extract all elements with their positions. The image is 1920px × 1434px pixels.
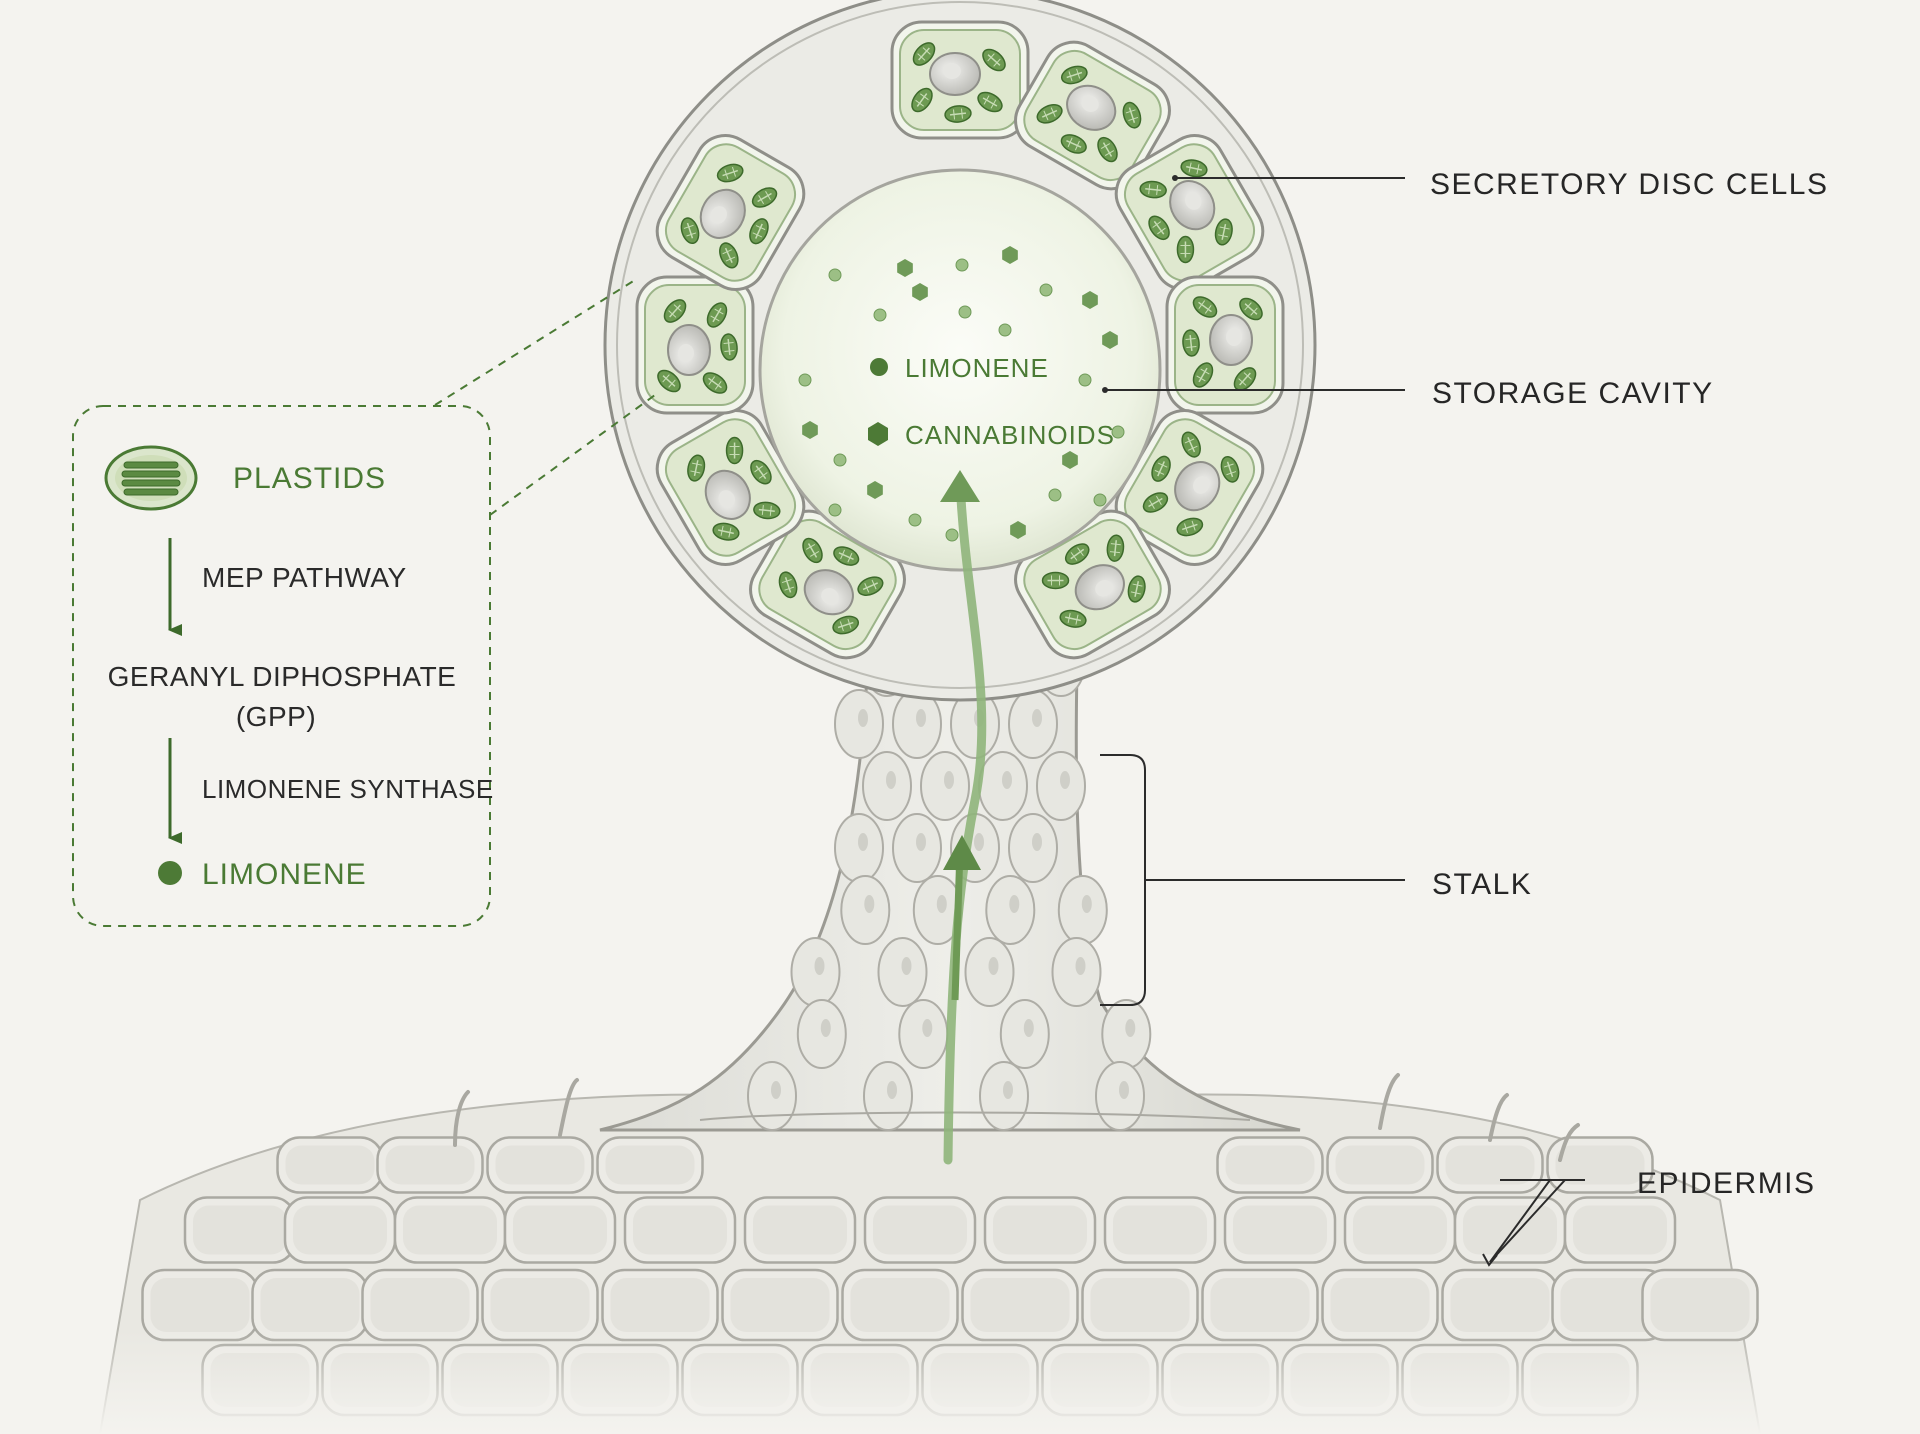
disc-cell — [890, 20, 1030, 140]
pathway-inset: PLASTIDS MEP PATHWAY GERANYL DIPHOSPHATE… — [72, 279, 656, 927]
stalk-cell — [985, 875, 1036, 945]
secretory-disc-cells — [635, 20, 1285, 660]
stalk-cell — [834, 689, 884, 759]
stalk-cell — [877, 937, 928, 1007]
disc-cell — [655, 134, 806, 291]
pathway-enzyme-label: LIMONENE SYNTHASE — [202, 774, 494, 804]
stalk-cell — [1008, 813, 1058, 883]
stalk-cell — [1101, 999, 1152, 1069]
cannabinoid-hexagon-icon — [868, 422, 888, 446]
label-epidermis: EPIDERMIS — [1637, 1167, 1816, 1200]
stalk-cell — [978, 751, 1028, 821]
disc-cell — [1114, 134, 1265, 291]
stalk-cell — [1095, 1061, 1145, 1131]
pathway-plastids-label: PLASTIDS — [233, 462, 386, 495]
pathway-product-label: LIMONENE — [202, 858, 367, 891]
disc-cell — [1014, 40, 1171, 191]
stalk-cell — [790, 937, 841, 1007]
stalk-cell — [920, 751, 970, 821]
stalk-cell — [1008, 689, 1058, 759]
label-stalk: STALK — [1432, 868, 1532, 901]
callouts — [1100, 177, 1585, 1263]
pathway-mep-label: MEP PATHWAY — [202, 562, 407, 593]
cavity-cannabinoids-label: CANNABINOIDS — [905, 420, 1115, 450]
stalk-cell — [898, 999, 949, 1069]
stalk-cell — [747, 1061, 797, 1131]
stalk-cell — [796, 999, 847, 1069]
stalk-cell — [999, 999, 1050, 1069]
storage-cavity — [758, 168, 1162, 572]
disc-cell — [635, 275, 755, 415]
stalk-cell — [979, 1061, 1029, 1131]
cavity-limonene-label: LIMONENE — [905, 353, 1049, 383]
cavity-legend: LIMONENE CANNABINOIDS — [868, 353, 1115, 450]
label-storage-cavity: STORAGE CAVITY — [1432, 377, 1714, 410]
stalk-cell — [862, 751, 912, 821]
epidermal-hairs — [453, 1073, 1580, 1162]
disc-cell — [1114, 409, 1265, 566]
stalk-cell — [964, 937, 1015, 1007]
limonene-dot-icon — [870, 358, 888, 376]
limonene-dot-icon — [158, 861, 182, 885]
bottom-fade — [0, 1330, 1920, 1434]
plastid-icon — [104, 445, 198, 511]
stalk-cell — [840, 875, 891, 945]
stalk-cell — [834, 813, 884, 883]
stalk-cell — [863, 1061, 913, 1131]
cavity-particles — [798, 246, 1125, 542]
pathway-gpp-abbrev: (GPP) — [236, 701, 316, 732]
glandular-head — [603, 0, 1317, 702]
pathway-gpp-label: GERANYL DIPHOSPHATE — [108, 661, 457, 692]
stalk-cell — [1051, 937, 1102, 1007]
stalk-cell — [892, 813, 942, 883]
stalk-cell — [1036, 751, 1086, 821]
label-secretory-disc-cells: SECRETORY DISC CELLS — [1430, 168, 1828, 201]
transport-arrow — [940, 470, 987, 1165]
disc-cell — [655, 409, 806, 566]
stalk-cell — [1057, 875, 1108, 945]
disc-cell — [1165, 275, 1285, 415]
